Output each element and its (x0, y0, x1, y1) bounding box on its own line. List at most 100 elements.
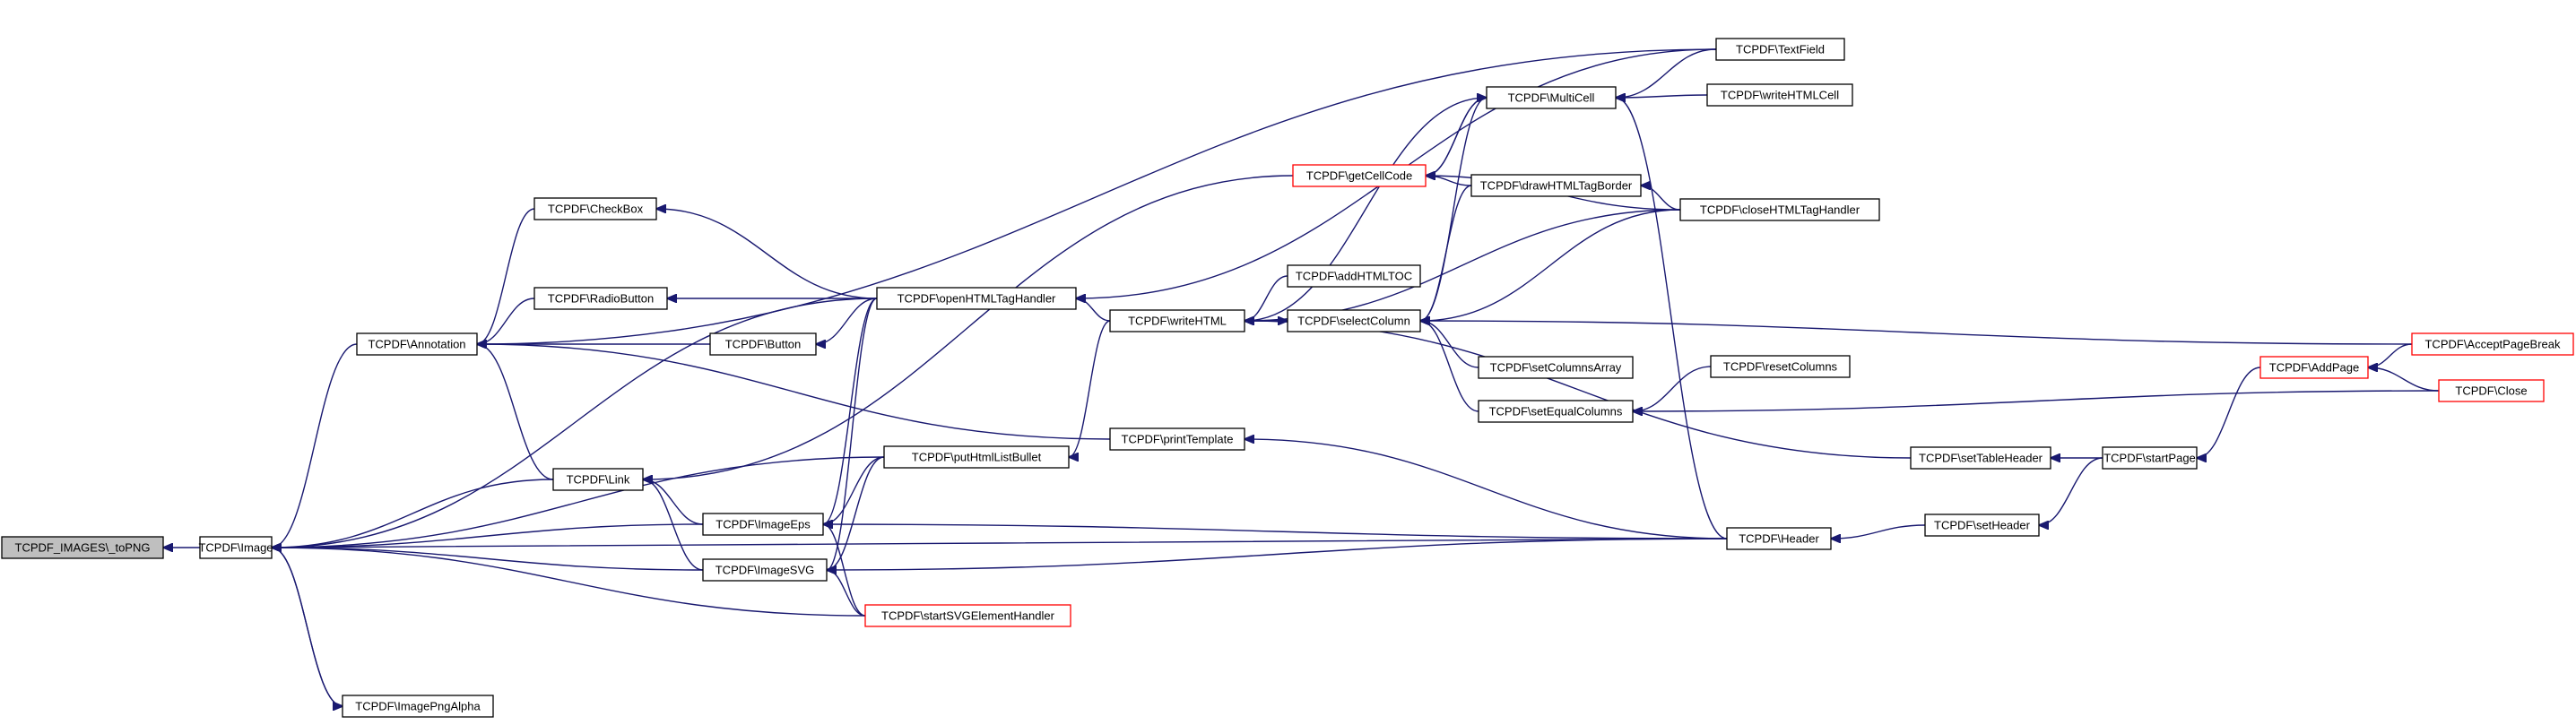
node-box[interactable] (1287, 264, 1421, 288)
node-box[interactable] (1287, 309, 1421, 332)
node-layer: TCPDF_IMAGES\_toPNG TCPDF\Image TCPDF\Anno… (1, 38, 2574, 718)
node-box[interactable] (1710, 355, 1851, 378)
node-box[interactable] (2438, 379, 2545, 402)
node-box[interactable] (342, 695, 494, 718)
node-check-box[interactable]: TCPDF\CheckBox (533, 197, 657, 220)
node-box[interactable] (1478, 356, 1634, 379)
node-box[interactable] (1679, 198, 1880, 221)
node-set-columns-array[interactable]: TCPDF\setColumnsArray (1478, 356, 1634, 379)
node-label: TCPDF\resetColumns (1723, 360, 1838, 374)
edge-set-equal-columns-to-select-column (1420, 321, 1479, 412)
node-box[interactable] (702, 558, 828, 582)
edge-arrow (1420, 321, 2413, 345)
node-box[interactable] (1470, 174, 1642, 197)
node-set-table-header[interactable]: TCPDF\setTableHeader (1910, 446, 2051, 470)
node-image-png-alpha[interactable]: TCPDF\ImagePngAlpha (342, 695, 494, 718)
node-label: TCPDF\putHtmlListBullet (912, 451, 1042, 464)
node-print-template[interactable]: TCPDF\printTemplate (1109, 427, 1245, 451)
node-box[interactable] (533, 287, 668, 310)
edge-close-to-set-equal-columns (1633, 390, 2440, 411)
edge-arrow (1420, 97, 1487, 321)
node-box[interactable] (2411, 332, 2574, 356)
node-annotation[interactable]: TCPDF\Annotation (356, 332, 478, 356)
node-button[interactable]: TCPDF\Button (709, 332, 817, 356)
node-accept-page-break[interactable]: TCPDF\AcceptPageBreak (2411, 332, 2574, 356)
node-link[interactable]: TCPDF\Link (552, 468, 644, 491)
edge-arrow (272, 456, 885, 548)
node-open-htmltag-handler[interactable]: TCPDF\openHTMLTagHandler (876, 287, 1077, 310)
edge-layer (163, 48, 2440, 706)
node-set-equal-columns[interactable]: TCPDF\setEqualColumns (1478, 400, 1634, 423)
edge-open-htmltag-handler-to-image-svg (827, 298, 878, 570)
node-close[interactable]: TCPDF\Close (2438, 379, 2545, 402)
node-box[interactable] (1478, 400, 1634, 423)
edge-get-cell-code-to-multi-cell (1425, 98, 1487, 177)
node-draw-htmltag-border[interactable]: TCPDF\drawHTMLTagBorder (1470, 174, 1642, 197)
node-box[interactable] (2259, 356, 2369, 379)
node-box[interactable] (1706, 83, 1853, 107)
node-start-page[interactable]: TCPDF\startPage (2102, 446, 2198, 470)
edge-set-header-to-header (1831, 524, 1926, 539)
edge-arrow (272, 479, 554, 548)
node-get-cell-code[interactable]: TCPDF\getCellCode (1292, 164, 1427, 187)
node-set-header[interactable]: TCPDF\setHeader (1924, 514, 2040, 537)
edge-arrow (477, 344, 554, 480)
node-label: TCPDF\MultiCell (1508, 91, 1595, 105)
node-box[interactable] (1910, 446, 2051, 470)
node-reset-columns[interactable]: TCPDF\resetColumns (1710, 355, 1851, 378)
edge-arrow (1831, 524, 1926, 539)
node-label: TCPDF\printTemplate (1122, 433, 1234, 446)
node-box[interactable] (876, 287, 1077, 310)
edge-accept-page-break-to-select-column (1420, 321, 2413, 345)
node-close-htmltag-handler[interactable]: TCPDF\closeHTMLTagHandler (1679, 198, 1880, 221)
edge-add-htmltoc-to-write-html (1245, 275, 1288, 321)
edge-arrow (1633, 366, 1712, 411)
edge-arrow (827, 456, 885, 570)
edge-arrow (1245, 439, 1728, 539)
node-box[interactable] (709, 332, 817, 356)
node-box[interactable] (1726, 527, 1832, 550)
edge-multi-cell-to-select-column (1420, 97, 1487, 321)
node-box[interactable] (552, 468, 644, 491)
node-box[interactable] (356, 332, 478, 356)
node-write-htmlcell[interactable]: TCPDF\writeHTMLCell (1706, 83, 1853, 107)
node-label: TCPDF_IMAGES\_toPNG (15, 541, 151, 555)
node-box[interactable] (864, 604, 1071, 627)
node-box[interactable] (883, 445, 1070, 469)
node-select-column[interactable]: TCPDF\selectColumn (1287, 309, 1421, 332)
node-box[interactable] (199, 536, 273, 559)
node-image-eps[interactable]: TCPDF\ImageEps (702, 513, 824, 536)
node-box[interactable] (1, 536, 164, 559)
node-box[interactable] (1292, 164, 1427, 187)
node-box[interactable] (1486, 86, 1617, 109)
node-image[interactable]: TCPDF\Image (198, 536, 273, 559)
node-image-svg[interactable]: TCPDF\ImageSVG (702, 558, 828, 582)
node-add-page[interactable]: TCPDF\AddPage (2259, 356, 2369, 379)
edge-arrow (827, 298, 878, 570)
node-multi-cell[interactable]: TCPDF\MultiCell (1486, 86, 1617, 109)
node-label: TCPDF\getCellCode (1306, 169, 1413, 183)
node-box[interactable] (1924, 514, 2040, 537)
edge-put-html-list-bullet-to-image-eps (823, 456, 885, 524)
edge-arrow (272, 548, 704, 571)
node-header[interactable]: TCPDF\Header (1726, 527, 1832, 550)
node-write-html[interactable]: TCPDF\writeHTML (1109, 309, 1245, 332)
node-to-png[interactable]: TCPDF_IMAGES\_toPNG (1, 536, 164, 559)
edge-arrow (2368, 343, 2413, 367)
node-put-html-list-bullet[interactable]: TCPDF\putHtmlListBullet (883, 445, 1070, 469)
node-start-svgelement-handler[interactable]: TCPDF\startSVGElementHandler (864, 604, 1071, 627)
node-box[interactable] (533, 197, 657, 220)
node-box[interactable] (1109, 427, 1245, 451)
edge-arrow (816, 298, 878, 344)
node-label: TCPDF\startSVGElementHandler (881, 609, 1055, 623)
node-box[interactable] (702, 513, 824, 536)
node-label: TCPDF\ImageSVG (716, 564, 815, 577)
node-add-htmltoc[interactable]: TCPDF\addHTMLTOC (1287, 264, 1421, 288)
node-box[interactable] (1715, 38, 1845, 61)
node-box[interactable] (1109, 309, 1245, 332)
node-box[interactable] (2102, 446, 2198, 470)
node-text-field[interactable]: TCPDF\TextField (1715, 38, 1845, 61)
node-label: TCPDF\writeHTMLCell (1721, 89, 1839, 102)
node-label: TCPDF\AddPage (2269, 361, 2359, 375)
node-radio-button[interactable]: TCPDF\RadioButton (533, 287, 668, 310)
